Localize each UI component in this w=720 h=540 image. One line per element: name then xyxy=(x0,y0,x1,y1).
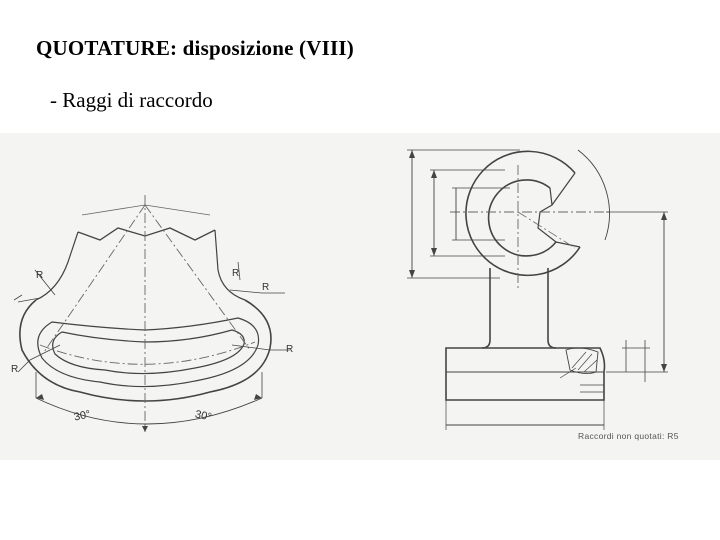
radius-label: R xyxy=(262,282,270,293)
radius-label: R xyxy=(11,364,19,375)
slide-title: QUOTATURE: disposizione (VIII) xyxy=(36,36,354,60)
radius-label: R xyxy=(232,268,240,279)
radius-label: R xyxy=(36,270,44,281)
radius-label: R xyxy=(286,344,294,355)
fillet-note: Raccordi non quotati: R5 xyxy=(578,431,679,441)
bullet-text: - Raggi di raccordo xyxy=(50,88,213,112)
technical-drawing xyxy=(0,133,720,460)
